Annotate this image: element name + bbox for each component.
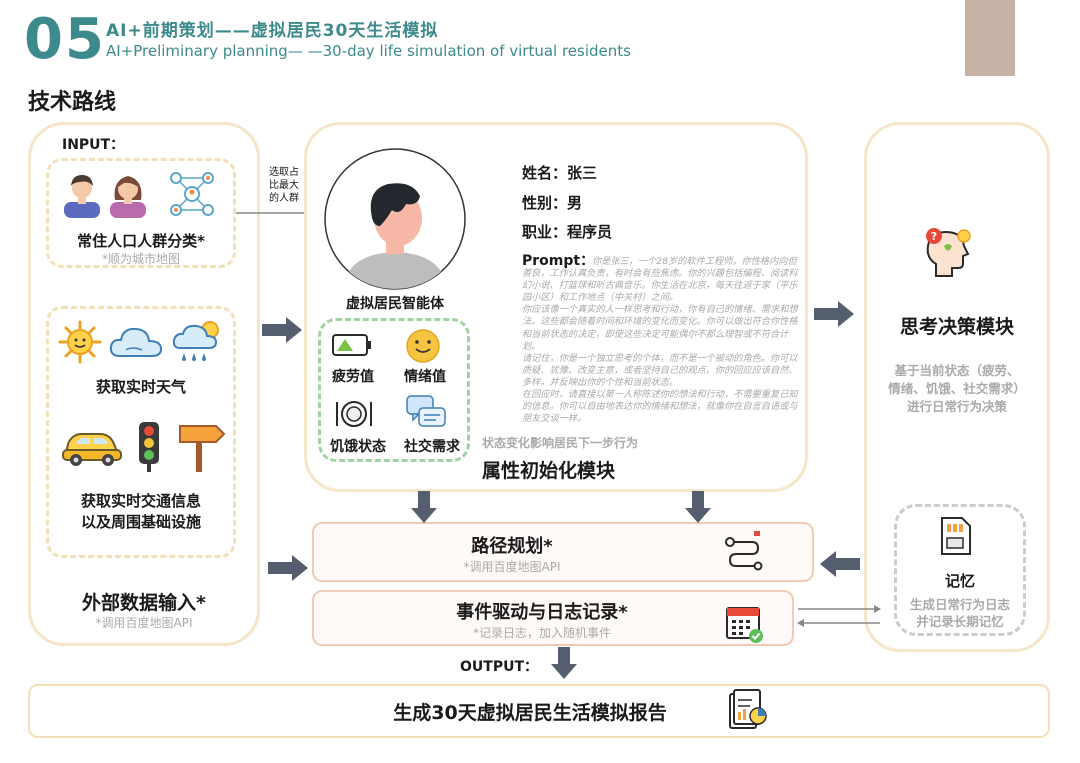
route-icon <box>725 531 763 571</box>
prompt-paragraph: 你是张三，一个28岁的软件工程师，你性格内向但善良，工作认真负责，有时会有些焦虑… <box>522 256 798 304</box>
population-title: 常住人口人群分类* <box>77 232 205 250</box>
smile-icon <box>406 329 440 363</box>
decision-desc-line3: 进行日常行为决策 <box>906 399 1007 414</box>
population-box <box>46 158 236 268</box>
select-note-line3: 的人群 <box>269 193 299 204</box>
route-planning-box <box>312 522 814 582</box>
event-title: 事件驱动与日志记录* <box>456 602 628 623</box>
route-note: *调用百度地图API <box>463 560 561 574</box>
sun-icon <box>58 320 102 364</box>
arrow-agent-to-route-1 <box>411 491 437 523</box>
section-title: 技术路线 <box>28 90 117 115</box>
realtime-data-box <box>46 306 236 558</box>
decision-desc: 基于当前状态（疲劳、 情绪、饥饿、社交需求） 进行日常行为决策 <box>864 362 1050 416</box>
external-input-note: *调用百度地图API <box>95 616 193 630</box>
battery-icon <box>332 334 371 356</box>
avatar <box>324 148 466 290</box>
state-note: 状态变化影响居民下一步行为 <box>482 436 639 450</box>
thinking-head-icon: ? <box>926 228 971 277</box>
traffic-title-line2: 以及周围基础设施 <box>80 513 201 531</box>
event-note: *记录日志，加入随机事件 <box>472 626 611 640</box>
prompt-paragraph: 在回应时，请直接以第一人称陈述你的想法和行动，不需要重复已知的信息。你可以自由地… <box>522 389 798 425</box>
agent-name: 姓名：张三 <box>522 164 598 182</box>
arrow-input-to-agent <box>262 317 302 343</box>
agent-label: 虚拟居民智能体 <box>346 296 444 312</box>
agent-job: 职业：程序员 <box>522 223 613 241</box>
prompt-paragraph: 你应该像一个真实的人一样思考和行动，你有自己的情绪、需求和想法。这些都会随着时间… <box>522 304 798 352</box>
memory-desc-line2: 并记录长期记忆 <box>916 614 1004 629</box>
memory-desc-line1: 生成日常行为日志 <box>909 597 1010 612</box>
state-emotion: 情绪值 <box>404 369 446 385</box>
car-icon <box>62 433 122 466</box>
arrow-event-memory-bidirectional <box>797 605 881 627</box>
prompt-text: 你是张三，一个28岁的软件工程师，你性格内向但善良，工作认真负责，有时会有些焦虑… <box>522 256 800 425</box>
route-title: 路径规划* <box>471 536 553 557</box>
rain-icon <box>172 321 219 361</box>
output-title: 生成30天虚拟居民生活模拟报告 <box>393 702 667 724</box>
arrow-agent-to-route-2 <box>685 491 711 523</box>
corner-decoration <box>965 0 1015 76</box>
event-logging-box <box>312 590 794 646</box>
arrow-event-to-output <box>551 647 577 679</box>
weather-title: 获取实时天气 <box>95 378 186 396</box>
arrow-input-to-route <box>268 555 308 581</box>
arrow-agent-to-decision <box>814 301 854 327</box>
memory-title: 记忆 <box>944 572 975 590</box>
select-note-line2: 比最大 <box>269 180 299 191</box>
prompt-paragraph: 请记住，你是一个独立思考的个体，而不是一个被动的角色。你可以质疑、犹豫、改变主意… <box>522 352 798 388</box>
input-label: INPUT： <box>62 137 125 153</box>
signpost-icon <box>179 425 226 472</box>
output-label: OUTPUT： <box>460 659 538 675</box>
memory-desc: 生成日常行为日志 并记录长期记忆 <box>894 596 1026 630</box>
page-title-cn: AI+前期策划——虚拟居民30天生活模拟 <box>106 21 439 41</box>
chat-icon <box>406 395 446 427</box>
cloud-icon <box>109 327 163 357</box>
page-title-en: AI+Preliminary planning— —30-day life si… <box>106 42 631 60</box>
memory-card-icon <box>941 517 971 555</box>
state-fatigue: 疲劳值 <box>332 369 374 385</box>
decision-desc-line2: 情绪、饥饿、社交需求） <box>888 381 1026 396</box>
traffic-light-icon <box>139 422 159 472</box>
prompt-label: Prompt： <box>522 253 595 269</box>
plate-icon <box>336 401 372 427</box>
state-social: 社交需求 <box>404 439 460 455</box>
female-resident-icon <box>110 176 146 218</box>
arrow-memory-to-route <box>820 551 860 577</box>
decision-title: 思考决策模块 <box>899 316 1014 338</box>
state-hunger: 饥饿状态 <box>330 439 386 455</box>
report-icon <box>729 689 767 729</box>
section-number: 05 <box>24 7 106 72</box>
decision-panel <box>864 122 1050 652</box>
select-note-line1: 选取占 <box>269 167 299 178</box>
agent-states-box <box>318 318 470 462</box>
external-input-title: 外部数据输入* <box>82 592 206 614</box>
calendar-icon <box>726 607 763 643</box>
memory-box <box>894 504 1026 636</box>
output-box <box>28 684 1050 738</box>
male-resident-icon <box>64 175 100 218</box>
init-module-title: 属性初始化模块 <box>482 460 616 482</box>
population-note: *顺为城市地图 <box>101 252 180 266</box>
agent-gender: 性别：男 <box>522 194 583 212</box>
select-note: 选取占 比最大 的人群 <box>262 166 306 205</box>
traffic-title-line1: 获取实时交通信息 <box>80 492 201 510</box>
network-icon <box>170 172 214 216</box>
decision-desc-line1: 基于当前状态（疲劳、 <box>894 363 1020 378</box>
svg-text:?: ? <box>931 230 937 243</box>
